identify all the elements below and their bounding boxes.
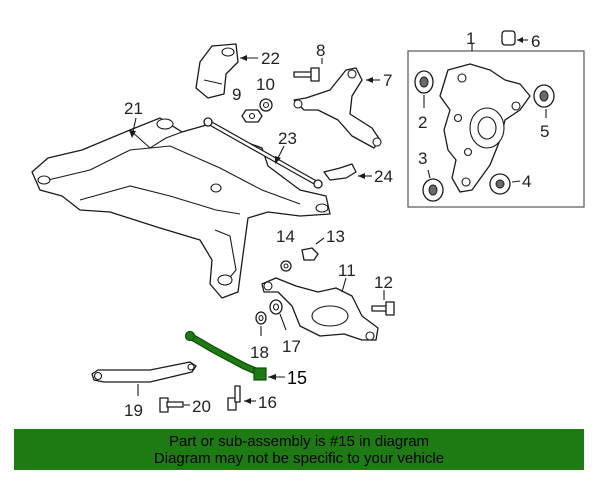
parts-diagram: 1 2 3 4 5 6 7 8 9 10 11 12 13 14 15 16 1… xyxy=(31,29,585,420)
bushing-3 xyxy=(422,178,444,202)
part-10-washer xyxy=(259,98,273,112)
callout-20: 20 xyxy=(192,397,211,416)
callout-1: 1 xyxy=(466,29,475,48)
callout-10: 10 xyxy=(256,75,275,94)
inset-frame xyxy=(407,50,585,208)
bushing-5 xyxy=(533,84,555,108)
callout-24: 24 xyxy=(374,167,393,186)
part-18-washer xyxy=(255,311,267,336)
callout-7: 7 xyxy=(383,71,392,90)
rear-subframe xyxy=(31,117,331,299)
callout-14: 14 xyxy=(276,227,295,246)
bushing-2 xyxy=(414,70,434,94)
part-19-link xyxy=(91,361,197,396)
callout-12: 12 xyxy=(374,273,393,292)
part-23-lateral-rod xyxy=(203,117,323,189)
part-8-bolt xyxy=(293,58,323,82)
part-17-eccentric xyxy=(269,299,287,331)
part-9-nut xyxy=(241,109,263,123)
callout-22: 22 xyxy=(261,49,280,68)
part-13-nut xyxy=(301,237,325,261)
callout-3: 3 xyxy=(418,149,427,168)
part-11-lower-arm xyxy=(261,277,379,341)
bushing-4 xyxy=(489,173,511,195)
exploded-view-svg: 1 2 3 4 5 6 7 8 9 10 11 12 13 14 15 16 1… xyxy=(31,29,585,420)
callout-21: 21 xyxy=(124,99,143,118)
callout-16: 16 xyxy=(258,393,277,412)
callout-5: 5 xyxy=(540,122,549,141)
part-24-bracket xyxy=(323,163,372,181)
callout-23: 23 xyxy=(278,129,297,148)
callout-9: 9 xyxy=(232,85,241,104)
callout-19: 19 xyxy=(124,401,143,420)
part-16-bolt xyxy=(227,385,256,411)
callout-4: 4 xyxy=(522,172,531,191)
callout-8: 8 xyxy=(316,41,325,60)
info-banner: Part or sub-assembly is #15 in diagram D… xyxy=(14,429,584,470)
part-7-upper-arm xyxy=(293,67,382,149)
callout-17: 17 xyxy=(282,337,301,356)
part-20-bolt xyxy=(159,397,190,413)
callout-6: 6 xyxy=(531,32,540,51)
part-12-bolt xyxy=(371,290,395,316)
part-22-bracket xyxy=(195,43,258,99)
banner-line-2: Diagram may not be specific to your vehi… xyxy=(153,450,445,467)
callout-2: 2 xyxy=(418,113,427,132)
callout-15: 15 xyxy=(287,368,307,388)
part-15-toe-link xyxy=(184,330,285,381)
callout-18: 18 xyxy=(250,343,269,362)
banner-line-1: Part or sub-assembly is #15 in diagram xyxy=(168,433,430,450)
part-6-bushing xyxy=(501,30,528,46)
callout-11: 11 xyxy=(338,261,356,280)
part-14-washer xyxy=(280,260,292,272)
knuckle-inset xyxy=(407,44,585,208)
callout-13: 13 xyxy=(326,227,345,246)
